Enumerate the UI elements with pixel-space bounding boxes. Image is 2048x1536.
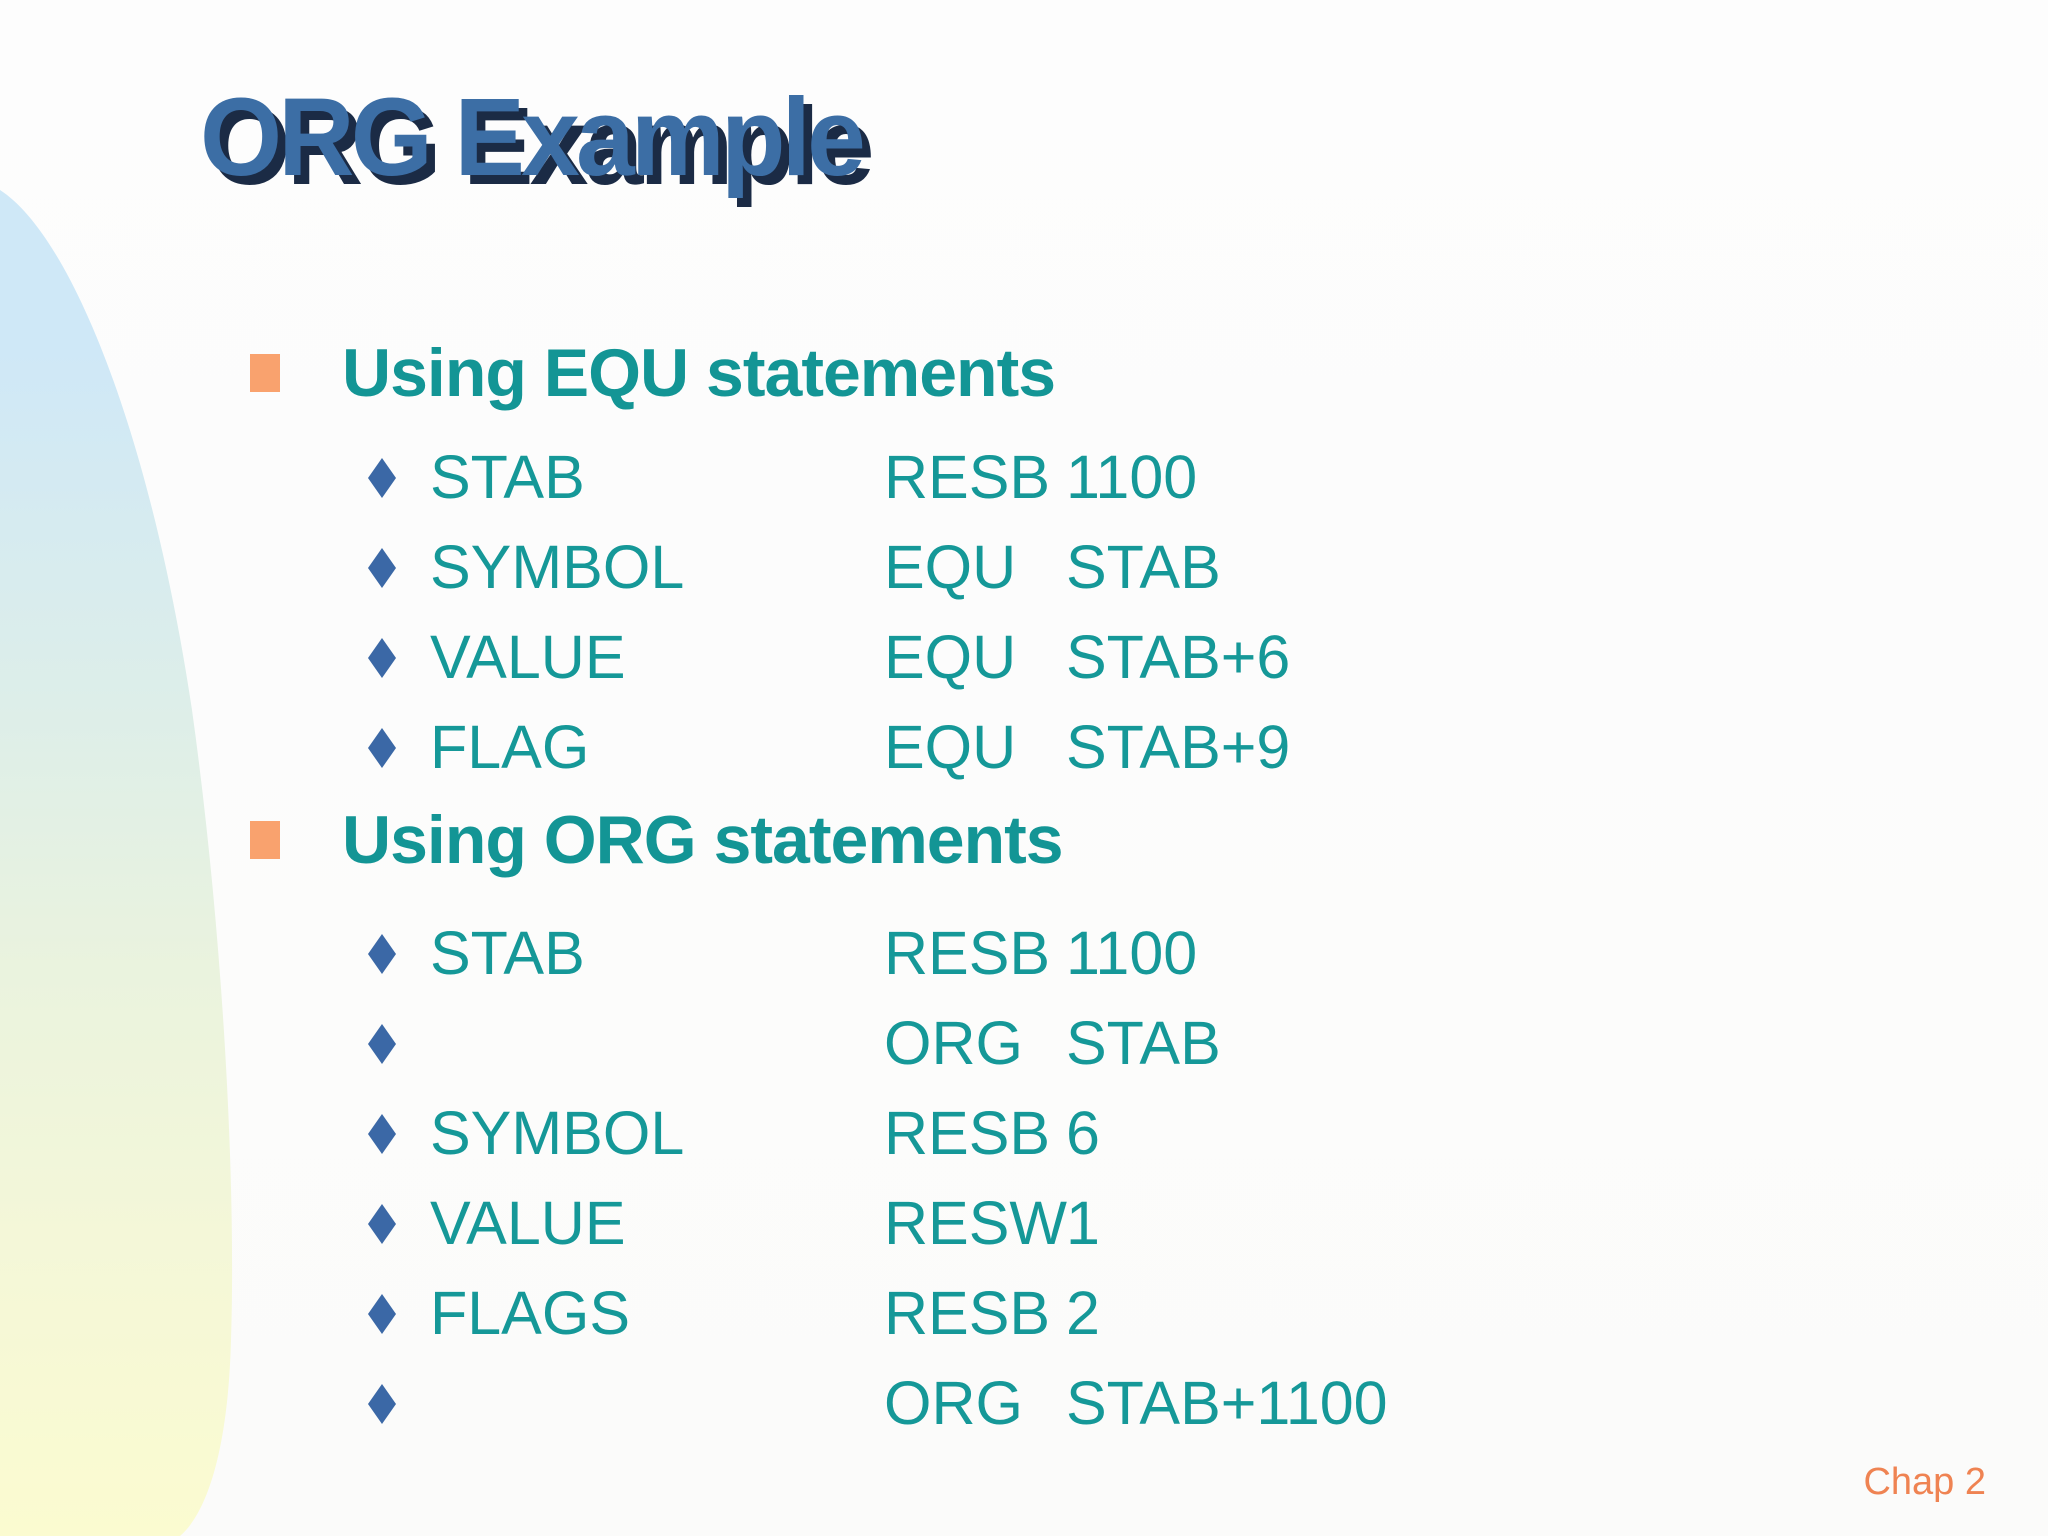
diamond-bullet-icon — [368, 458, 396, 498]
square-bullet-icon — [250, 821, 280, 859]
diamond-bullet-icon — [368, 1114, 396, 1154]
code-row: FLAG EQU STAB+9 — [0, 712, 2048, 792]
code-operand: 1 — [1066, 1189, 1100, 1257]
diamond-bullet-icon — [368, 1294, 396, 1334]
diamond-bullet-icon — [368, 548, 396, 588]
diamond-bullet-icon — [368, 934, 396, 974]
code-row: ORG STAB+1100 — [0, 1368, 2048, 1448]
square-bullet-icon — [250, 354, 280, 392]
code-row: VALUE RESW 1 — [0, 1188, 2048, 1268]
section-heading-label: Using EQU statements — [342, 335, 1056, 411]
diamond-bullet-icon — [368, 1384, 396, 1424]
code-opcode: EQU — [884, 713, 1017, 781]
code-opcode: RESB — [884, 1099, 1051, 1167]
code-operand: STAB+1100 — [1066, 1369, 1388, 1437]
code-label: VALUE — [430, 1189, 626, 1257]
code-label: SYMBOL — [430, 533, 685, 601]
diamond-bullet-icon — [368, 638, 396, 678]
code-opcode: ORG — [884, 1369, 1023, 1437]
code-label: FLAGS — [430, 1279, 631, 1347]
code-row: STAB RESB 1100 — [0, 442, 2048, 522]
code-opcode: RESB — [884, 1279, 1051, 1347]
code-row: VALUE EQU STAB+6 — [0, 622, 2048, 702]
section-heading-label: Using ORG statements — [342, 802, 1064, 878]
code-operand: 6 — [1066, 1099, 1100, 1167]
diamond-bullet-icon — [368, 1204, 396, 1244]
section-heading-equ: Using EQU statements — [250, 328, 1056, 418]
code-label: STAB — [430, 443, 585, 511]
code-row: ORG STAB — [0, 1008, 2048, 1088]
code-opcode: EQU — [884, 623, 1017, 691]
code-operand: STAB+9 — [1066, 713, 1291, 781]
code-row: SYMBOL RESB 6 — [0, 1098, 2048, 1178]
code-operand: STAB — [1066, 1009, 1221, 1077]
code-opcode: EQU — [884, 533, 1017, 601]
code-row: SYMBOL EQU STAB — [0, 532, 2048, 612]
code-label: STAB — [430, 919, 585, 987]
code-opcode: RESB — [884, 919, 1051, 987]
code-opcode: RESW — [884, 1189, 1067, 1257]
diamond-bullet-icon — [368, 1024, 396, 1064]
code-operand: STAB — [1066, 533, 1221, 601]
code-opcode: ORG — [884, 1009, 1023, 1077]
code-operand: STAB+6 — [1066, 623, 1291, 691]
code-operand: 1100 — [1066, 443, 1198, 511]
section-heading-org: Using ORG statements — [250, 795, 1064, 885]
diamond-bullet-icon — [368, 728, 396, 768]
code-operand: 2 — [1066, 1279, 1100, 1347]
code-row: STAB RESB 1100 — [0, 918, 2048, 998]
chapter-label: Chap 2 — [1863, 1461, 1986, 1503]
code-label: FLAG — [430, 713, 590, 781]
code-opcode: RESB — [884, 443, 1051, 511]
code-row: FLAGS RESB 2 — [0, 1278, 2048, 1358]
page-title: ORG Example — [200, 76, 866, 199]
code-operand: 1100 — [1066, 919, 1198, 987]
code-label: SYMBOL — [430, 1099, 685, 1167]
code-label: VALUE — [430, 623, 626, 691]
